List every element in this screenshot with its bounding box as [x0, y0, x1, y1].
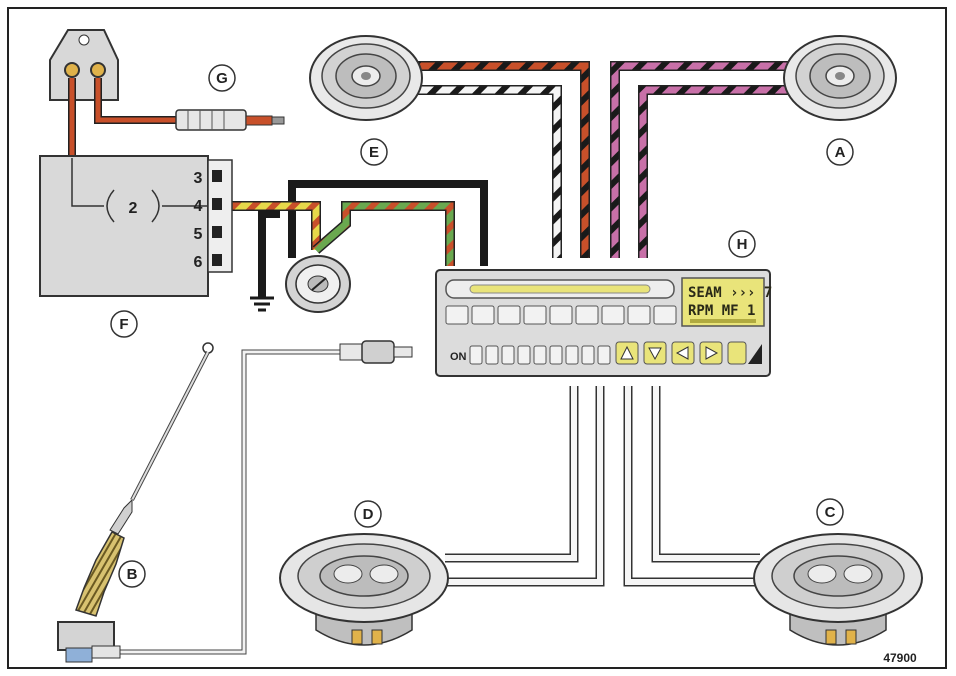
label-h-circle	[728, 230, 756, 258]
label-h: H	[737, 236, 748, 253]
label-e-circle	[360, 138, 388, 166]
wires-speakers-rear	[445, 386, 760, 587]
label-d: D	[363, 506, 374, 523]
radio-arrow-buttons	[615, 341, 762, 365]
fuse-holder	[285, 255, 351, 313]
speaker-e	[309, 35, 423, 121]
wires-speaker-a	[610, 61, 792, 258]
label-a-circle	[826, 138, 854, 166]
module-f: 2 3 4 5 6	[39, 155, 233, 297]
display-line-2: RPM MF 1	[688, 303, 755, 319]
wires-speaker-e	[418, 61, 590, 258]
speaker-c	[753, 533, 923, 646]
ground-symbol	[250, 296, 274, 312]
radio-unit-h: SEAM ››› 7 RPM MF 1 ON	[435, 269, 772, 377]
speaker-d	[279, 533, 449, 646]
label-b: B	[127, 566, 138, 583]
antenna-b	[57, 342, 214, 663]
label-g-circle	[208, 64, 236, 92]
label-d-circle	[354, 500, 382, 528]
label-a: A	[835, 144, 846, 161]
label-f-circle	[110, 310, 138, 338]
pin-5: 5	[194, 226, 203, 243]
label-f: F	[119, 316, 128, 333]
speaker-a	[783, 35, 897, 121]
pin-4: 4	[194, 198, 203, 215]
pin-3: 3	[194, 170, 203, 187]
label-e: E	[369, 144, 379, 161]
reference-number: 47900	[883, 651, 917, 665]
label-g: G	[216, 70, 228, 87]
display-line-1: SEAM ››› 7	[688, 285, 772, 301]
label-c: C	[825, 504, 836, 521]
pin-6: 6	[194, 254, 203, 271]
wires-power	[228, 180, 488, 312]
module-inner-label: 2	[129, 200, 138, 217]
radio-display	[681, 277, 765, 327]
antenna-plug	[339, 340, 413, 364]
label-c-circle	[816, 498, 844, 526]
label-b-circle	[118, 560, 146, 588]
radio-keypad	[469, 345, 611, 365]
on-label: ON	[450, 351, 467, 363]
spark-plug-g	[175, 109, 285, 131]
